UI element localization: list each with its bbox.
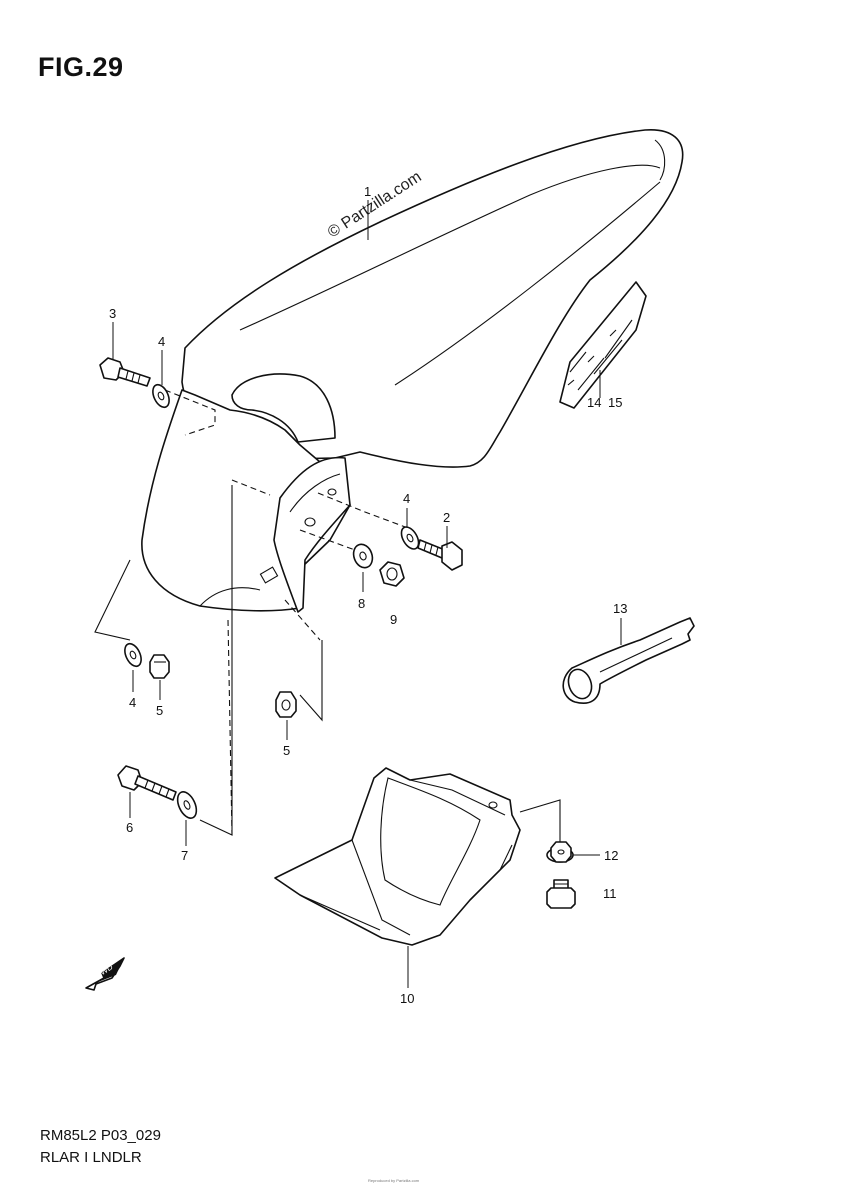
wrench-13-tool — [562, 617, 695, 704]
leader-lines — [112, 200, 622, 988]
section-name: RLAR I LNDLR — [40, 1149, 142, 1166]
emblem-decal-part — [559, 281, 647, 409]
nut-5-left — [149, 654, 170, 679]
figure-title: FIG.29 — [38, 52, 124, 82]
washer-4-right — [400, 526, 420, 550]
fine-print: Reproduced by Partzilla.com — [368, 1178, 420, 1183]
callout-4-upper: 4 — [158, 334, 165, 349]
callout-11: 11 — [603, 886, 617, 901]
callout-2: 2 — [443, 510, 450, 525]
washer-8-hardware — [352, 543, 374, 569]
callout-labels: 1 2 3 4 4 4 5 5 6 7 8 9 10 11 12 13 14 1… — [109, 184, 627, 1006]
callout-5-left: 5 — [156, 703, 163, 718]
callout-1: 1 — [364, 184, 371, 199]
callout-7: 7 — [181, 848, 188, 863]
nut-12-hardware — [546, 841, 574, 863]
callout-13: 13 — [613, 601, 627, 616]
callout-3: 3 — [109, 306, 116, 321]
callout-10: 10 — [400, 991, 414, 1006]
bolt-11-hardware — [546, 879, 576, 909]
callout-4-lower: 4 — [129, 695, 136, 710]
callout-5-center: 5 — [283, 743, 290, 758]
washer-7-hardware — [176, 791, 198, 819]
bolt-3-hardware — [99, 357, 151, 387]
callout-9: 9 — [390, 612, 397, 627]
nut-5-center — [275, 691, 297, 718]
mud-flap-part — [274, 767, 521, 946]
assembly-guide-lines — [94, 389, 561, 845]
callout-6: 6 — [126, 820, 133, 835]
callout-15: 15 — [608, 395, 622, 410]
callout-14: 14 — [587, 395, 601, 410]
callout-8: 8 — [358, 596, 365, 611]
nut-9-hardware — [379, 561, 405, 587]
forward-direction-icon: FWD — [85, 957, 125, 991]
bolt-6-hardware — [117, 765, 177, 801]
callout-12: 12 — [604, 848, 618, 863]
washer-4-lower — [124, 642, 142, 668]
model-code: RM85L2 P03_029 — [40, 1127, 161, 1144]
washer-4-upper — [152, 383, 170, 409]
bolt-2-hardware — [417, 539, 463, 571]
callout-4-right: 4 — [403, 491, 410, 506]
